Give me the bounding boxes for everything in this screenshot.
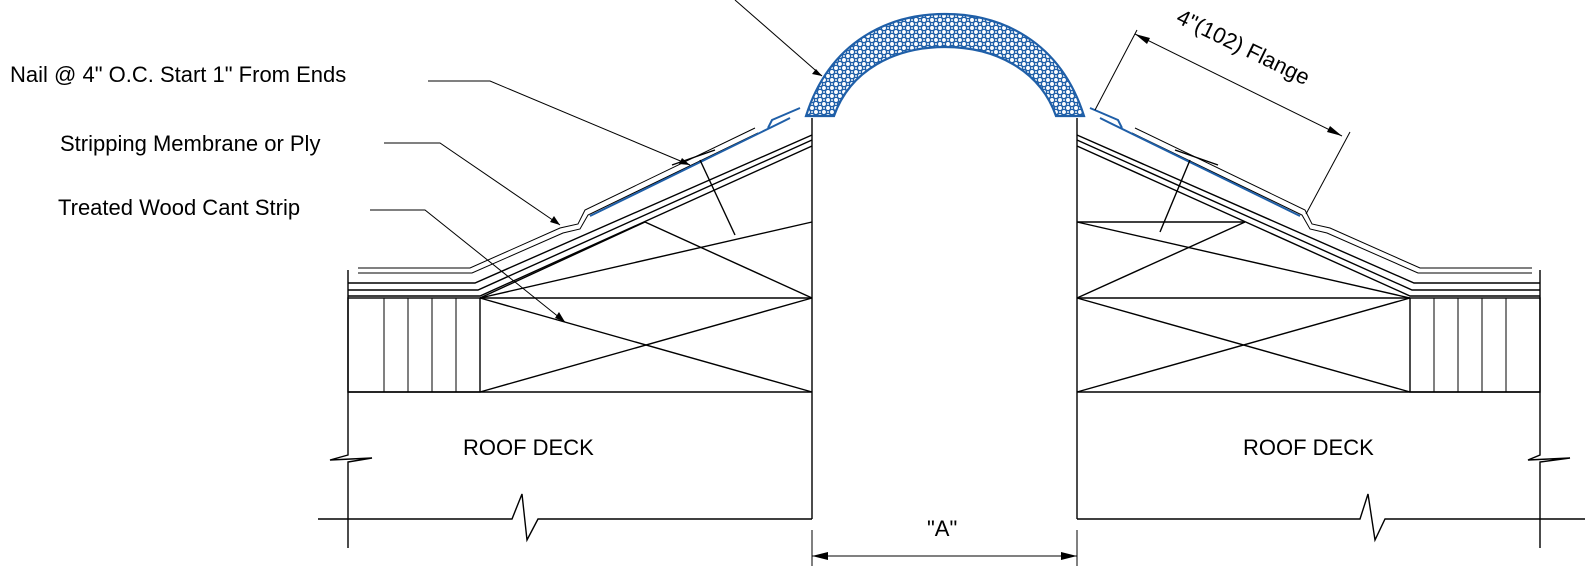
stripping-membrane-label: Stripping Membrane or Ply — [60, 131, 320, 156]
nail-label: Nail @ 4" O.C. Start 1" From Ends — [10, 62, 346, 87]
flange-dimension — [1094, 29, 1351, 215]
leader-lines — [370, 0, 823, 323]
expansion-joint-cover — [804, 12, 1086, 118]
roof-deck-right-label: ROOF DECK — [1243, 435, 1374, 460]
left-wood-nailer — [347, 297, 481, 393]
left-nail — [671, 149, 736, 236]
right-nail — [1159, 149, 1219, 233]
roof-deck-left-label: ROOF DECK — [463, 435, 594, 460]
flange-label: 4"(102) Flange — [1173, 4, 1314, 90]
dimension-a — [811, 530, 1078, 566]
right-roof-deck — [1076, 118, 1585, 548]
right-wood-nailer — [1409, 297, 1541, 393]
right-membrane-layers — [1076, 107, 1540, 297]
dimension-a-label: "A" — [927, 516, 957, 541]
left-membrane-layers — [348, 107, 813, 297]
right-cant-strip — [1076, 221, 1411, 393]
left-roof-deck — [318, 118, 813, 548]
cant-strip-label: Treated Wood Cant Strip — [58, 195, 300, 220]
